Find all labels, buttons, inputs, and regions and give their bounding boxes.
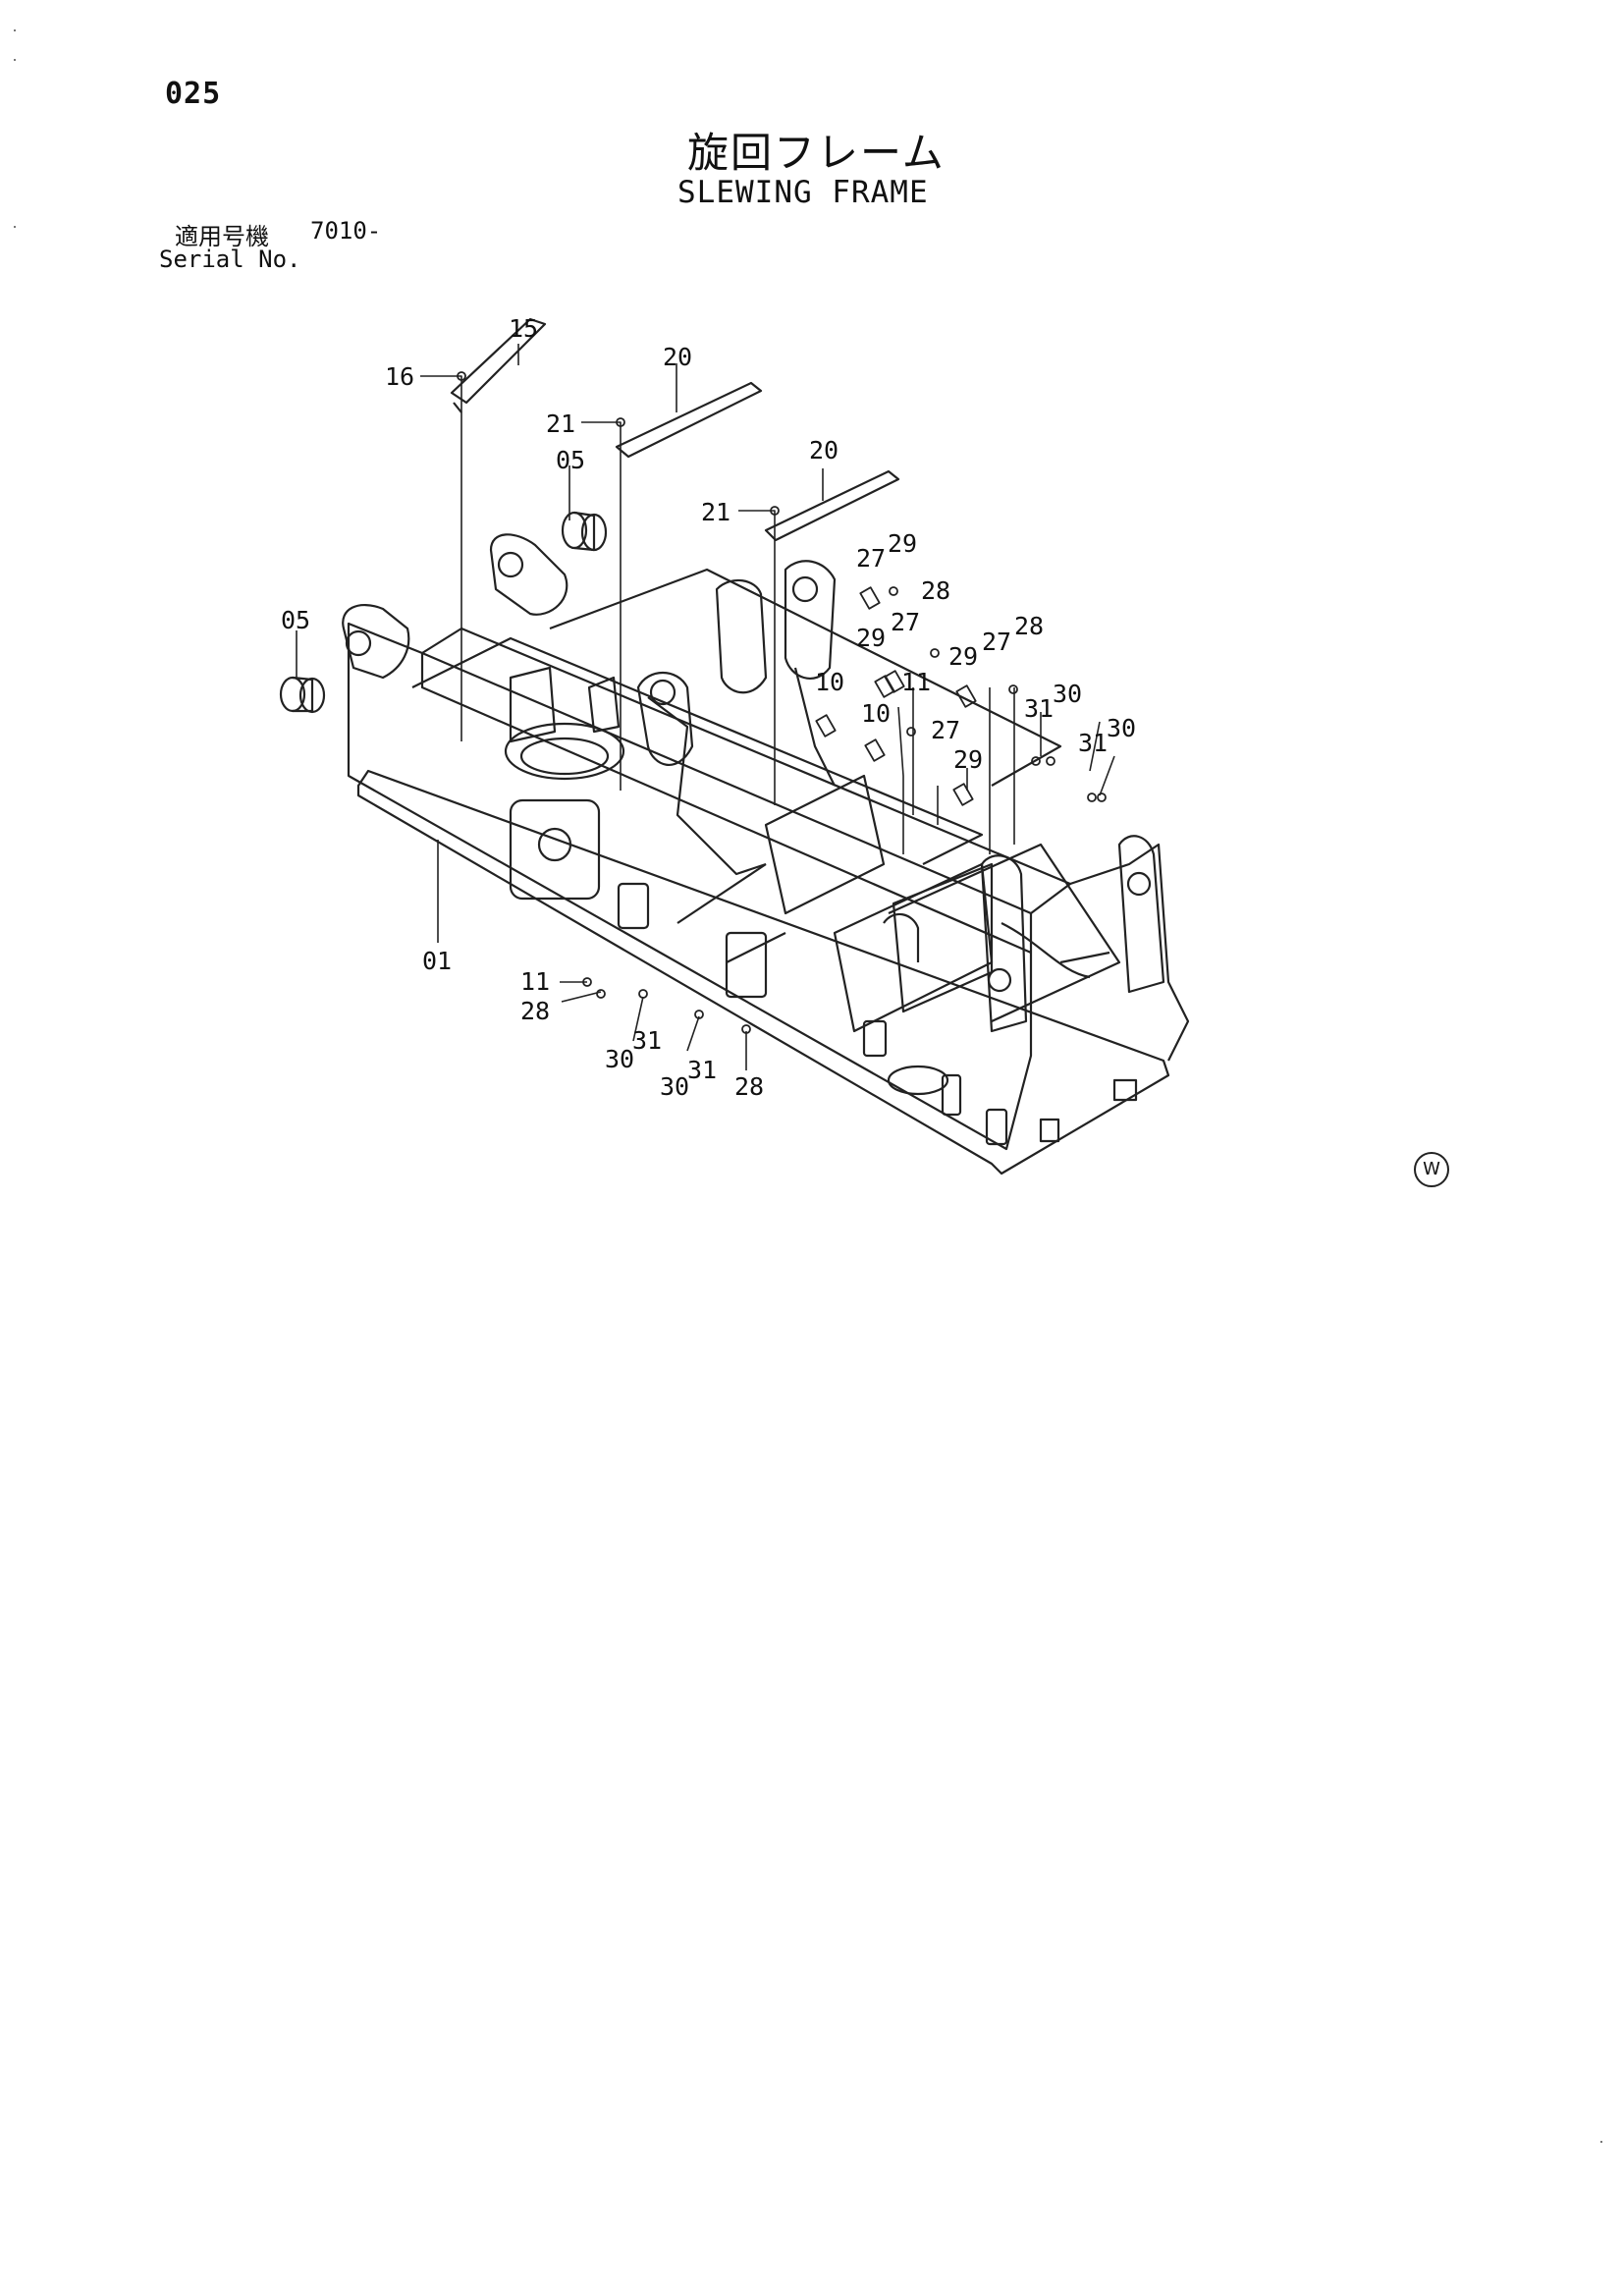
serial-number-value: 7010-: [310, 217, 382, 245]
pins-and-bolts: [457, 371, 1107, 1034]
callout-10b: 10: [861, 699, 891, 728]
callout-01: 01: [422, 947, 452, 975]
scan-speck: [14, 226, 16, 228]
callout-31b: 31: [1078, 729, 1108, 757]
callout-30c: 30: [605, 1045, 634, 1073]
callout-05a: 05: [556, 446, 585, 474]
callout-28c: 28: [520, 997, 550, 1025]
scan-speck: [1600, 2141, 1602, 2143]
scan-speck: [14, 29, 16, 31]
callout-30a: 30: [1053, 680, 1082, 708]
title-japanese: 旋回フレーム: [687, 129, 946, 177]
scan-speck: [14, 59, 16, 61]
callout-29d: 29: [953, 745, 983, 774]
bushing-part-05b: [279, 676, 326, 714]
title-english: SLEWING FRAME: [677, 175, 929, 210]
callout-29c: 29: [948, 642, 978, 671]
callout-15: 15: [509, 314, 538, 343]
callout-21b: 21: [701, 498, 730, 526]
callout-labels: 15 16 20 21 05 20 21 05 27 29 28 29 27 1…: [281, 314, 1136, 1101]
callout-11a: 11: [901, 668, 931, 696]
callout-27b: 27: [891, 608, 920, 636]
callout-27a: 27: [856, 544, 886, 573]
callout-28a: 28: [921, 576, 950, 605]
serial-label-english: Serial No.: [159, 246, 301, 273]
callout-21a: 21: [546, 410, 575, 438]
callout-10a: 10: [815, 668, 844, 696]
callout-11b: 11: [520, 967, 550, 996]
callout-05b: 05: [281, 606, 310, 634]
frame-body: [342, 533, 1190, 1175]
callout-20a: 20: [663, 343, 692, 371]
callout-29b: 29: [856, 624, 886, 652]
callout-31a: 31: [1024, 694, 1054, 723]
callout-31c: 31: [632, 1026, 662, 1055]
callout-27c: 27: [982, 628, 1011, 656]
callout-20b: 20: [809, 436, 839, 465]
callout-30d: 30: [660, 1072, 689, 1101]
callout-28b: 28: [1014, 612, 1044, 640]
bushing-part-05a: [561, 511, 608, 552]
callout-28d: 28: [734, 1072, 764, 1101]
leader-lines: [296, 344, 1115, 1070]
callout-29a: 29: [888, 529, 917, 558]
w-stamp-icon: W: [1414, 1152, 1449, 1187]
callout-16: 16: [385, 362, 414, 391]
callout-27d: 27: [931, 716, 960, 744]
callout-31d: 31: [687, 1056, 717, 1084]
plate-part-20b: [764, 469, 900, 542]
callout-30b: 30: [1107, 714, 1136, 742]
plate-part-20a: [615, 381, 763, 459]
page-number: 025: [165, 77, 222, 111]
serial-label-japanese: 適用号機: [175, 223, 269, 250]
